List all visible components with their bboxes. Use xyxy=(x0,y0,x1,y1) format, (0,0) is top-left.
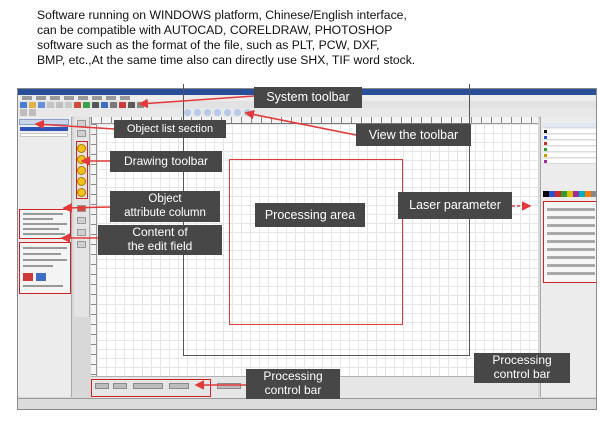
yellow-circle-tool-icon[interactable] xyxy=(77,188,86,197)
control-button[interactable] xyxy=(95,383,109,389)
control-field[interactable] xyxy=(169,383,189,389)
yellow-circle-tool-icon[interactable] xyxy=(77,144,86,153)
layer-row[interactable] xyxy=(543,135,596,140)
menu-item[interactable] xyxy=(50,96,60,100)
go-icon[interactable] xyxy=(83,102,90,109)
new-file-icon[interactable] xyxy=(20,102,27,109)
tool-icon[interactable] xyxy=(128,102,135,109)
object-list-item[interactable] xyxy=(20,127,68,131)
layer-list-header xyxy=(543,123,596,128)
vertical-ruler xyxy=(91,124,97,376)
tool-icon[interactable] xyxy=(20,109,27,116)
yellow-circle-tool-icon[interactable] xyxy=(77,166,86,175)
label-drawing-toolbar: Drawing toolbar xyxy=(110,151,222,172)
object-list-header xyxy=(19,119,69,125)
magnifier-icon[interactable] xyxy=(234,109,241,116)
layer-row[interactable] xyxy=(543,141,596,146)
layer-row[interactable] xyxy=(543,153,596,158)
label-object-attribute-line2: attribute column xyxy=(124,206,206,219)
processing-boundary-rect xyxy=(229,159,403,325)
magnifier-icon[interactable] xyxy=(214,109,221,116)
menu-item[interactable] xyxy=(120,96,130,100)
magnifier-icon[interactable] xyxy=(184,109,191,116)
label-object-attribute-line1: Object xyxy=(148,193,182,206)
label-control-bar-right-line2: control bar xyxy=(493,367,551,381)
menu-item[interactable] xyxy=(64,96,74,100)
intro-line-2: can be compatible with AUTOCAD, CORELDRA… xyxy=(37,23,393,37)
label-control-bar-bottom-line2: control bar xyxy=(264,383,322,397)
label-edit-field-line2: the edit field xyxy=(127,239,193,253)
label-control-bar-bottom-line1: Processing xyxy=(263,369,323,384)
color-palette[interactable] xyxy=(543,191,596,205)
node-tool-icon[interactable] xyxy=(77,130,86,137)
text-tool-icon[interactable] xyxy=(77,205,86,212)
menu-item[interactable] xyxy=(92,96,102,100)
open-file-icon[interactable] xyxy=(29,102,36,109)
magnifier-icon[interactable] xyxy=(194,109,201,116)
label-system-toolbar: System toolbar xyxy=(254,87,362,108)
select-tool-icon[interactable] xyxy=(77,120,86,127)
status-bar xyxy=(18,398,596,409)
label-object-attribute-column: Object attribute column xyxy=(110,191,220,222)
label-view-the-toolbar: View the toolbar xyxy=(356,124,471,146)
polygon-tool-icon[interactable] xyxy=(77,241,86,248)
layer-row[interactable] xyxy=(543,159,596,164)
layer-row[interactable] xyxy=(543,147,596,152)
import-icon[interactable] xyxy=(101,102,108,109)
laser-parameter-panel xyxy=(543,201,596,283)
save-icon[interactable] xyxy=(38,102,45,109)
edit-field-panel xyxy=(19,242,71,294)
print-icon[interactable] xyxy=(47,102,54,109)
drawing-tool-group xyxy=(76,141,88,199)
object-attribute-column xyxy=(19,209,71,239)
menu-item[interactable] xyxy=(36,96,46,100)
right-panel xyxy=(540,117,596,397)
label-edit-field-line1: Content of xyxy=(132,225,188,240)
processing-control-group xyxy=(91,379,211,397)
magnifier-icon[interactable] xyxy=(224,109,231,116)
control-field[interactable] xyxy=(133,383,163,389)
label-processing-control-bar-bottom: Processing control bar xyxy=(246,369,340,399)
rect-tool-icon[interactable] xyxy=(77,217,86,224)
menu-item[interactable] xyxy=(106,96,116,100)
stop-icon[interactable] xyxy=(74,102,81,109)
ellipse-tool-icon[interactable] xyxy=(77,229,86,236)
intro-line-4: BMP, etc.,At the same time also can dire… xyxy=(37,53,416,67)
intro-line-3: software such as the format of the file,… xyxy=(37,38,380,52)
settings-icon[interactable] xyxy=(92,102,99,109)
menu-item[interactable] xyxy=(22,96,32,100)
magnifier-icon[interactable] xyxy=(204,109,211,116)
tool-icon[interactable] xyxy=(29,109,36,116)
export-icon[interactable] xyxy=(110,102,117,109)
yellow-circle-tool-icon[interactable] xyxy=(77,177,86,186)
object-list-item[interactable] xyxy=(20,133,68,137)
left-panel xyxy=(18,117,72,397)
layer-row[interactable] xyxy=(543,129,596,134)
help-icon[interactable] xyxy=(119,102,126,109)
intro-text: Software running on WINDOWS platform, Ch… xyxy=(37,8,597,68)
control-button[interactable] xyxy=(113,383,127,389)
intro-line-1: Software running on WINDOWS platform, Ch… xyxy=(37,8,407,22)
yellow-circle-tool-icon[interactable] xyxy=(77,155,86,164)
label-processing-area: Processing area xyxy=(255,203,365,227)
label-control-bar-right-line1: Processing xyxy=(492,353,552,368)
control-field[interactable] xyxy=(217,383,241,389)
label-object-list-section: Object list section xyxy=(114,120,226,138)
label-edit-field: Content of the edit field xyxy=(98,225,222,255)
menu-item[interactable] xyxy=(78,96,88,100)
drawing-toolbar xyxy=(74,117,90,317)
label-laser-parameter: Laser parameter xyxy=(398,192,512,219)
label-processing-control-bar-right: Processing control bar xyxy=(474,353,570,383)
copy-icon[interactable] xyxy=(65,102,72,109)
cut-icon[interactable] xyxy=(56,102,63,109)
